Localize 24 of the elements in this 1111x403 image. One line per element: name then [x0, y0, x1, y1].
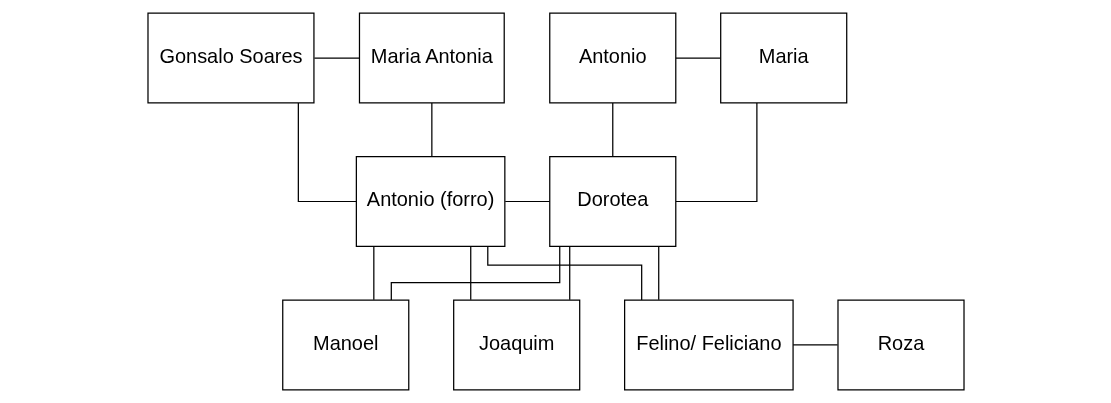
connector — [657, 245, 659, 301]
node-box: Manoel — [281, 299, 409, 391]
connector — [313, 57, 360, 59]
connector — [504, 200, 550, 203]
connector — [297, 102, 357, 203]
node-box: Maria — [719, 12, 847, 104]
connector — [430, 102, 432, 157]
node-box: Felino/ Feliciano — [623, 299, 794, 391]
node-box: Dorotea — [548, 155, 676, 248]
connector — [568, 245, 570, 301]
node-box: Maria Antonia — [358, 12, 505, 104]
node-box: Antonio — [548, 12, 676, 104]
connector — [611, 102, 613, 157]
connector — [486, 246, 642, 301]
connector — [674, 102, 757, 203]
node-box: Gonsalo Soares — [146, 12, 315, 104]
connector — [372, 245, 374, 301]
connector — [792, 344, 838, 346]
connector — [390, 246, 560, 301]
node-box: Joaquim — [452, 299, 580, 391]
node-box: Antonio (forro) — [355, 155, 505, 248]
node-box: Roza — [836, 299, 965, 391]
connector — [469, 245, 471, 301]
connector — [674, 57, 721, 59]
